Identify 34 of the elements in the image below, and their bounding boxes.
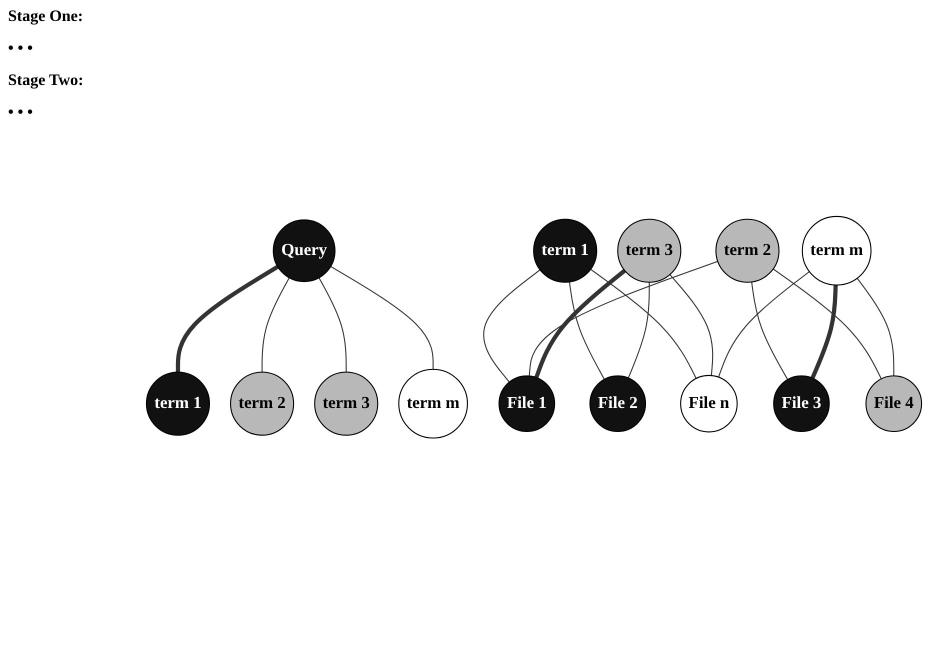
connector xyxy=(262,277,290,372)
connector xyxy=(751,282,788,380)
node-circle: File n xyxy=(680,374,738,432)
node-circle: term 1 xyxy=(533,218,598,283)
connector xyxy=(528,260,718,376)
label-text: • • • xyxy=(8,40,34,58)
connector xyxy=(670,274,714,376)
node-circle: File 3 xyxy=(773,375,830,432)
node-circle: term 1 xyxy=(146,371,210,436)
connector xyxy=(483,269,540,382)
node-circle: File 2 xyxy=(589,375,646,432)
label-text: Stage One: xyxy=(8,8,84,26)
connector xyxy=(810,284,838,379)
connector xyxy=(772,268,882,379)
connector xyxy=(718,270,810,378)
node-circle: File 1 xyxy=(498,375,556,432)
label-text: • • • xyxy=(8,104,34,122)
connector xyxy=(176,264,279,372)
node-circle: term 2 xyxy=(230,371,294,436)
node-circle: File 4 xyxy=(865,375,922,432)
node-circle: term 2 xyxy=(715,218,780,283)
connector xyxy=(628,282,650,378)
node-circle: term 3 xyxy=(314,371,378,436)
node-circle: term m xyxy=(802,216,872,286)
connector xyxy=(856,278,894,376)
connector xyxy=(590,268,697,378)
node-circle: Query xyxy=(272,219,336,282)
connector xyxy=(568,282,605,380)
connector xyxy=(318,277,347,372)
node-circle: term m xyxy=(398,368,468,438)
connector xyxy=(330,266,434,370)
connector xyxy=(534,268,626,378)
label-text: Stage Two: xyxy=(8,72,84,90)
node-circle: term 3 xyxy=(617,218,682,283)
